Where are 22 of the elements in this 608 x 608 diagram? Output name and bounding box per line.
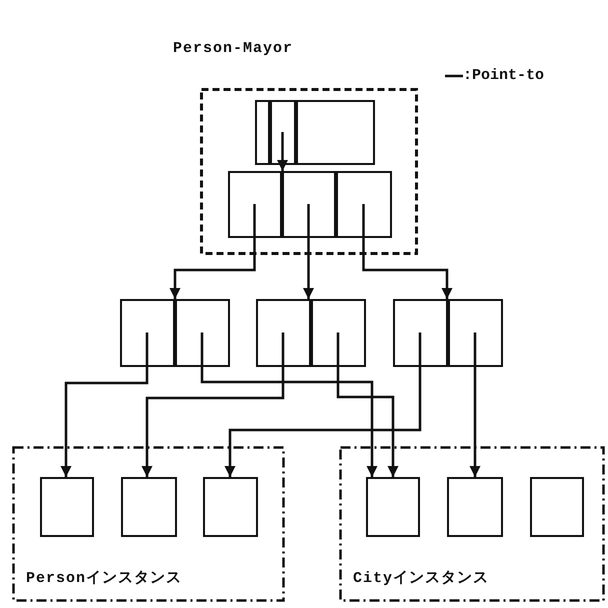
record-box [40, 477, 94, 537]
record-box [447, 477, 503, 537]
record-box [203, 477, 258, 537]
pointer-arrow [169, 204, 256, 299]
pointer-arrow [224, 332, 422, 477]
record-box [366, 477, 420, 537]
pointer-arrow [276, 132, 288, 171]
pointer-cell [282, 170, 336, 238]
dash-dot-group [12, 446, 285, 602]
pointer-arrow [469, 332, 481, 477]
pointer-arrow [336, 332, 399, 477]
dash-dot-group [339, 446, 605, 602]
record-box [121, 477, 177, 537]
pointer-arrow [141, 332, 284, 477]
group-label: Cityインスタンス [353, 569, 490, 587]
pointer-cell [270, 100, 296, 164]
group-title: Person-Mayor [172, 40, 294, 57]
legend-text: :Point-to [463, 67, 544, 84]
pointer-arrow [302, 204, 314, 299]
pointer-arrow [362, 204, 453, 299]
record-box [530, 477, 584, 537]
group-label: Personインスタンス [26, 569, 184, 587]
